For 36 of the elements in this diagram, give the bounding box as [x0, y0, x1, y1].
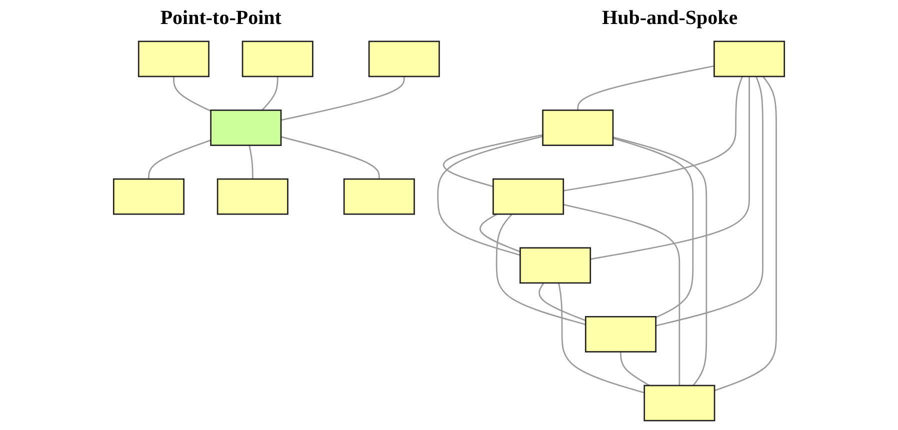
node-box [242, 40, 314, 78]
node-box [216, 178, 288, 215]
connector [563, 76, 743, 192]
connector [563, 204, 680, 386]
connector [612, 138, 694, 318]
connector [443, 134, 543, 188]
connector [577, 65, 714, 110]
connector [262, 76, 278, 111]
connector [496, 214, 586, 326]
connector [280, 76, 405, 121]
node-box [492, 178, 564, 215]
node-box [584, 316, 656, 352]
node-box [520, 247, 592, 284]
node-box [714, 40, 786, 78]
connector [714, 76, 777, 392]
node-box [112, 178, 184, 215]
node-box [210, 110, 282, 146]
node-box [542, 110, 614, 146]
connector [480, 214, 520, 252]
connector [280, 136, 380, 180]
connector [437, 136, 543, 256]
connector [148, 140, 212, 180]
connector [538, 282, 586, 322]
connector [248, 145, 254, 180]
connector [173, 76, 212, 112]
connector [620, 352, 650, 386]
diagram-heading: Hub-and-Spoke [602, 6, 738, 30]
node-box [343, 178, 415, 215]
node-box [644, 384, 716, 422]
node-box [368, 40, 440, 78]
node-box [138, 40, 210, 78]
connector [590, 76, 750, 260]
connector [612, 136, 708, 386]
connector [656, 76, 764, 326]
connector [558, 282, 645, 394]
diagram-heading: Point-to-Point [160, 6, 282, 30]
